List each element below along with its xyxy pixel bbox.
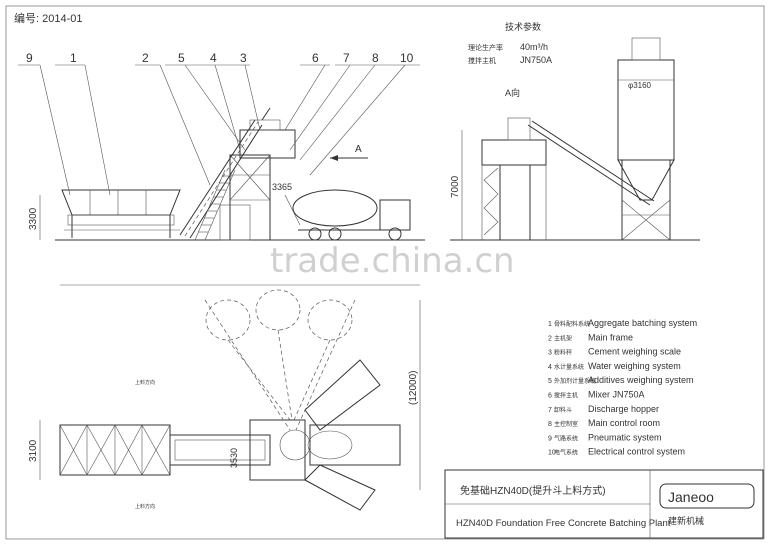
dim-3530: 3530 [229,448,239,468]
param-value-2: JN750A [520,55,552,65]
plan-note-1: 上料方向 [135,379,155,386]
legend-number: 2 [548,335,552,342]
legend-cn: 主机架 [554,334,572,342]
callout-4: 4 [210,51,217,65]
tech-params-heading: 技术参数 [505,21,541,32]
callout-3: 3 [240,51,247,65]
legend-number: 10 [548,450,556,457]
legend-cn: 主控制室 [554,420,578,428]
legend-cn: 骨料配料系统 [554,320,590,328]
legend-number: 5 [548,378,552,385]
title-en: HZN40D Foundation Free Concrete Batching… [456,518,671,529]
legend-number: 1 [548,321,552,328]
legend-en: Main control room [588,418,660,428]
dim-height-3300: 3300 [28,207,39,230]
plan-note-2: 上料方向 [135,503,155,510]
legend-number: 3 [548,350,552,357]
direction-label: A [355,144,362,155]
legend-en: Water weighing system [588,361,681,371]
title-block: 免基础HZN40D(提升斗上料方式) HZN40D Foundation Fre… [444,469,764,539]
legend-en: Electrical control system [588,447,685,457]
legend-number: 6 [548,393,552,400]
callout-8: 8 [372,51,379,65]
side-view-title: A向 [505,87,520,98]
dim-length-12000: (12000) [408,371,419,405]
param-name-1: 理论生产率 [468,43,503,52]
company-logo-sub: 建新机械 [668,515,704,526]
param-value-1: 40m³/h [520,42,548,52]
legend-cn: 气路系统 [554,434,578,442]
silo-diameter: φ3160 [628,81,652,90]
callout-10: 10 [400,51,414,65]
dim-3365: 3365 [272,182,292,192]
callout-9: 9 [26,51,33,65]
title-cn: 免基础HZN40D(提升斗上料方式) [460,484,606,497]
legend-en: Main frame [588,332,633,342]
legend-number: 7 [548,407,552,414]
callout-6: 6 [312,51,319,65]
callout-7: 7 [343,51,350,65]
callout-2: 2 [142,51,149,65]
legend-en: Discharge hopper [588,404,659,414]
legend-number: 8 [548,421,552,428]
callout-5: 5 [178,51,185,65]
legend-en: Pneumatic system [588,432,662,442]
legend-cn: 电气系统 [554,449,578,457]
watermark: trade.china.cn [270,241,515,281]
legend-en: Additives weighing system [588,375,694,385]
legend-cn: 粉料秤 [554,349,572,357]
side-view: A向 φ3160 7000 [450,37,700,241]
drawing-border [5,5,765,540]
elevation-view: A 3365 3300 9 1 2 5 4 3 6 7 8 10 [18,51,425,286]
drawing-number: 编号: 2014-01 [14,11,82,25]
param-name-2: 搅拌主机 [468,56,496,65]
legend-en: Cement weighing scale [588,347,681,357]
legend-en: Mixer JN750A [588,390,645,400]
dim-height-7000: 7000 [450,175,461,198]
legend-cn: 搅拌主机 [554,392,578,400]
legend-cn: 卸料斗 [554,406,572,414]
tech-params: 技术参数 理论生产率 40m³/h 搅拌主机 JN750A [468,21,552,65]
callout-1: 1 [70,51,77,65]
legend-cn: 水计量系统 [554,363,584,371]
company-logo: Janeoo [668,489,714,505]
dim-width-3100: 3100 [28,439,39,462]
legend-en: Aggregate batching system [588,318,697,328]
legend-cn: 外加剂计量系统 [554,377,596,385]
legend-number: 9 [548,435,552,442]
plan-view: 3100 (12000) 3530 上料方向 上料方向 [28,289,421,511]
legend-number: 4 [548,364,552,371]
